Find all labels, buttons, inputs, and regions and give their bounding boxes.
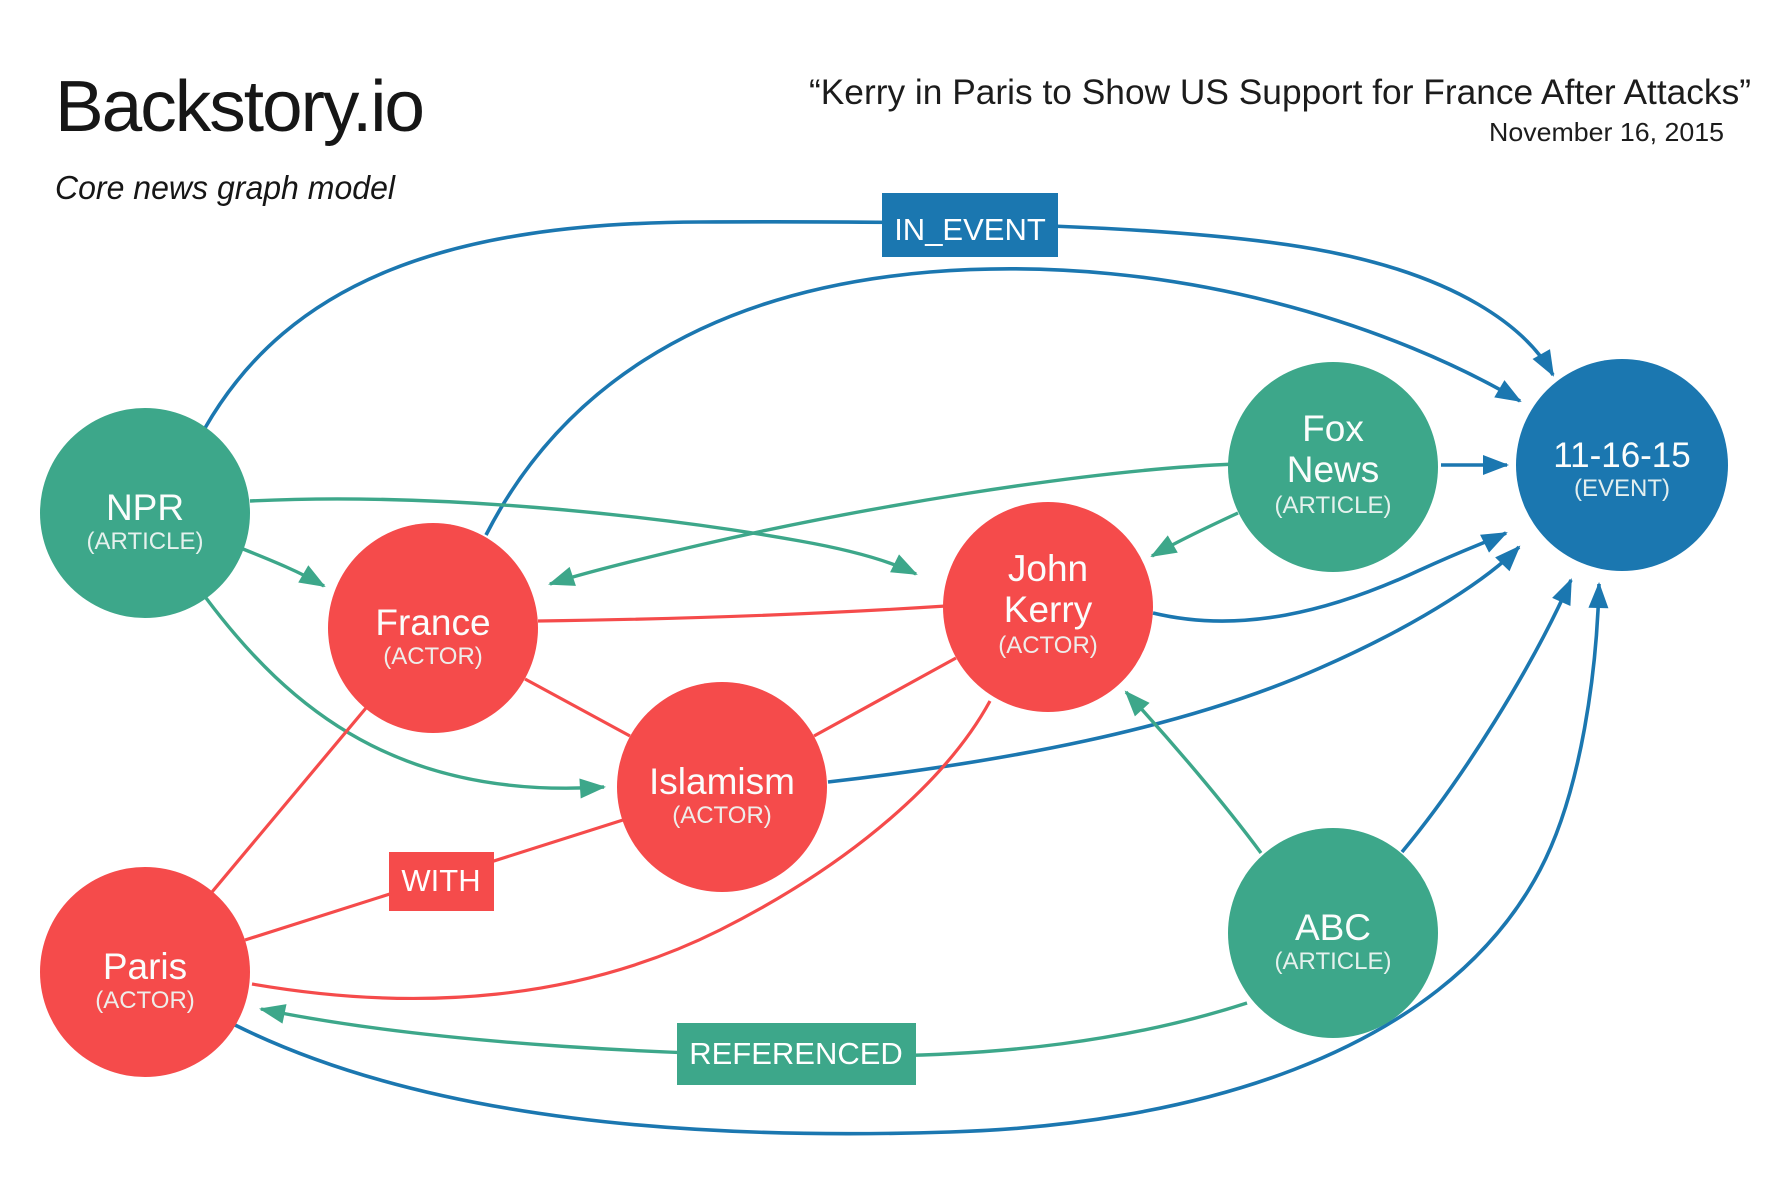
node-islamism: Islamism (ACTOR): [617, 682, 827, 892]
edge-in-event-kerry-to-event: [1152, 531, 1508, 623]
npr-sublabel: (ARTICLE): [87, 528, 204, 555]
abc-circle: [1228, 828, 1438, 1038]
event-sublabel: (EVENT): [1574, 475, 1670, 502]
edge-with-islamism-kerry: [813, 656, 957, 738]
edge-label-with: WITH: [389, 852, 494, 911]
node-paris: Paris (ACTOR): [40, 867, 250, 1077]
tagline: Core news graph model: [55, 169, 397, 206]
fox-news-circle: [1228, 362, 1438, 572]
node-john-kerry: John Kerry (ACTOR): [943, 502, 1153, 712]
edge-with-france-kerry: [537, 604, 947, 623]
event-circle: [1516, 359, 1728, 571]
france-circle: [328, 523, 538, 733]
app-logo: Backstory.io: [55, 67, 423, 147]
edge-referenced-abc-to-kerry: [1124, 690, 1263, 855]
with-label-text: WITH: [401, 863, 480, 898]
referenced-label-text: REFERENCED: [689, 1036, 903, 1071]
node-event-11-16-15: 11-16-15 (EVENT): [1516, 359, 1728, 571]
edge-in-event-abc-to-event: [1400, 578, 1573, 854]
edge-with-france-islamism: [524, 677, 631, 738]
edge-in-event-islamism-to-event: [827, 545, 1521, 784]
npr-label: NPR: [106, 487, 184, 528]
france-label: France: [375, 602, 490, 643]
abc-sublabel: (ARTICLE): [1275, 948, 1392, 975]
fox-news-label-line1: Fox: [1302, 408, 1364, 449]
node-france: France (ACTOR): [328, 523, 538, 733]
fox-news-sublabel: (ARTICLE): [1275, 492, 1392, 519]
france-sublabel: (ACTOR): [383, 643, 483, 670]
john-kerry-label-line1: John: [1008, 548, 1088, 589]
john-kerry-sublabel: (ACTOR): [998, 632, 1098, 659]
john-kerry-circle: [943, 502, 1153, 712]
islamism-circle: [617, 682, 827, 892]
referenced-label-box: [677, 1023, 916, 1085]
paris-sublabel: (ACTOR): [95, 987, 195, 1014]
node-fox-news: Fox News (ARTICLE): [1228, 362, 1438, 572]
edge-label-in-event: IN_EVENT: [882, 193, 1058, 257]
event-label: 11-16-15: [1553, 436, 1691, 475]
with-label-box: [389, 852, 494, 911]
edge-referenced-npr-to-islamism: [204, 596, 606, 799]
islamism-sublabel: (ACTOR): [672, 802, 772, 829]
edge-with-paris-kerry: [251, 700, 992, 1000]
edge-label-referenced: REFERENCED: [677, 1023, 916, 1085]
node-abc: ABC (ARTICLE): [1228, 828, 1438, 1038]
edge-referenced-npr-to-france: [242, 547, 326, 588]
abc-label: ABC: [1295, 907, 1371, 948]
edge-in-event-france-to-event: [484, 267, 1522, 536]
edge-in-event-paris-to-event: [234, 582, 1609, 1136]
john-kerry-label-line2: Kerry: [1004, 589, 1093, 630]
node-npr: NPR (ARTICLE): [40, 408, 250, 618]
npr-circle: [40, 408, 250, 618]
islamism-label: Islamism: [649, 761, 795, 802]
in-event-label-box: [882, 193, 1058, 257]
paris-circle: [40, 867, 250, 1077]
edge-referenced-npr-to-kerry: [249, 497, 918, 576]
article-date: November 16, 2015: [1489, 117, 1724, 147]
in-event-label-text: IN_EVENT: [894, 212, 1046, 247]
article-headline: “Kerry in Paris to Show US Support for F…: [809, 73, 1751, 112]
edge-referenced-foxnews-to-france: [548, 462, 1237, 586]
fox-news-label-line2: News: [1287, 449, 1380, 490]
edge-with-france-paris: [210, 706, 368, 894]
paris-label: Paris: [103, 946, 187, 987]
edge-referenced-foxnews-to-kerry: [1150, 511, 1239, 558]
